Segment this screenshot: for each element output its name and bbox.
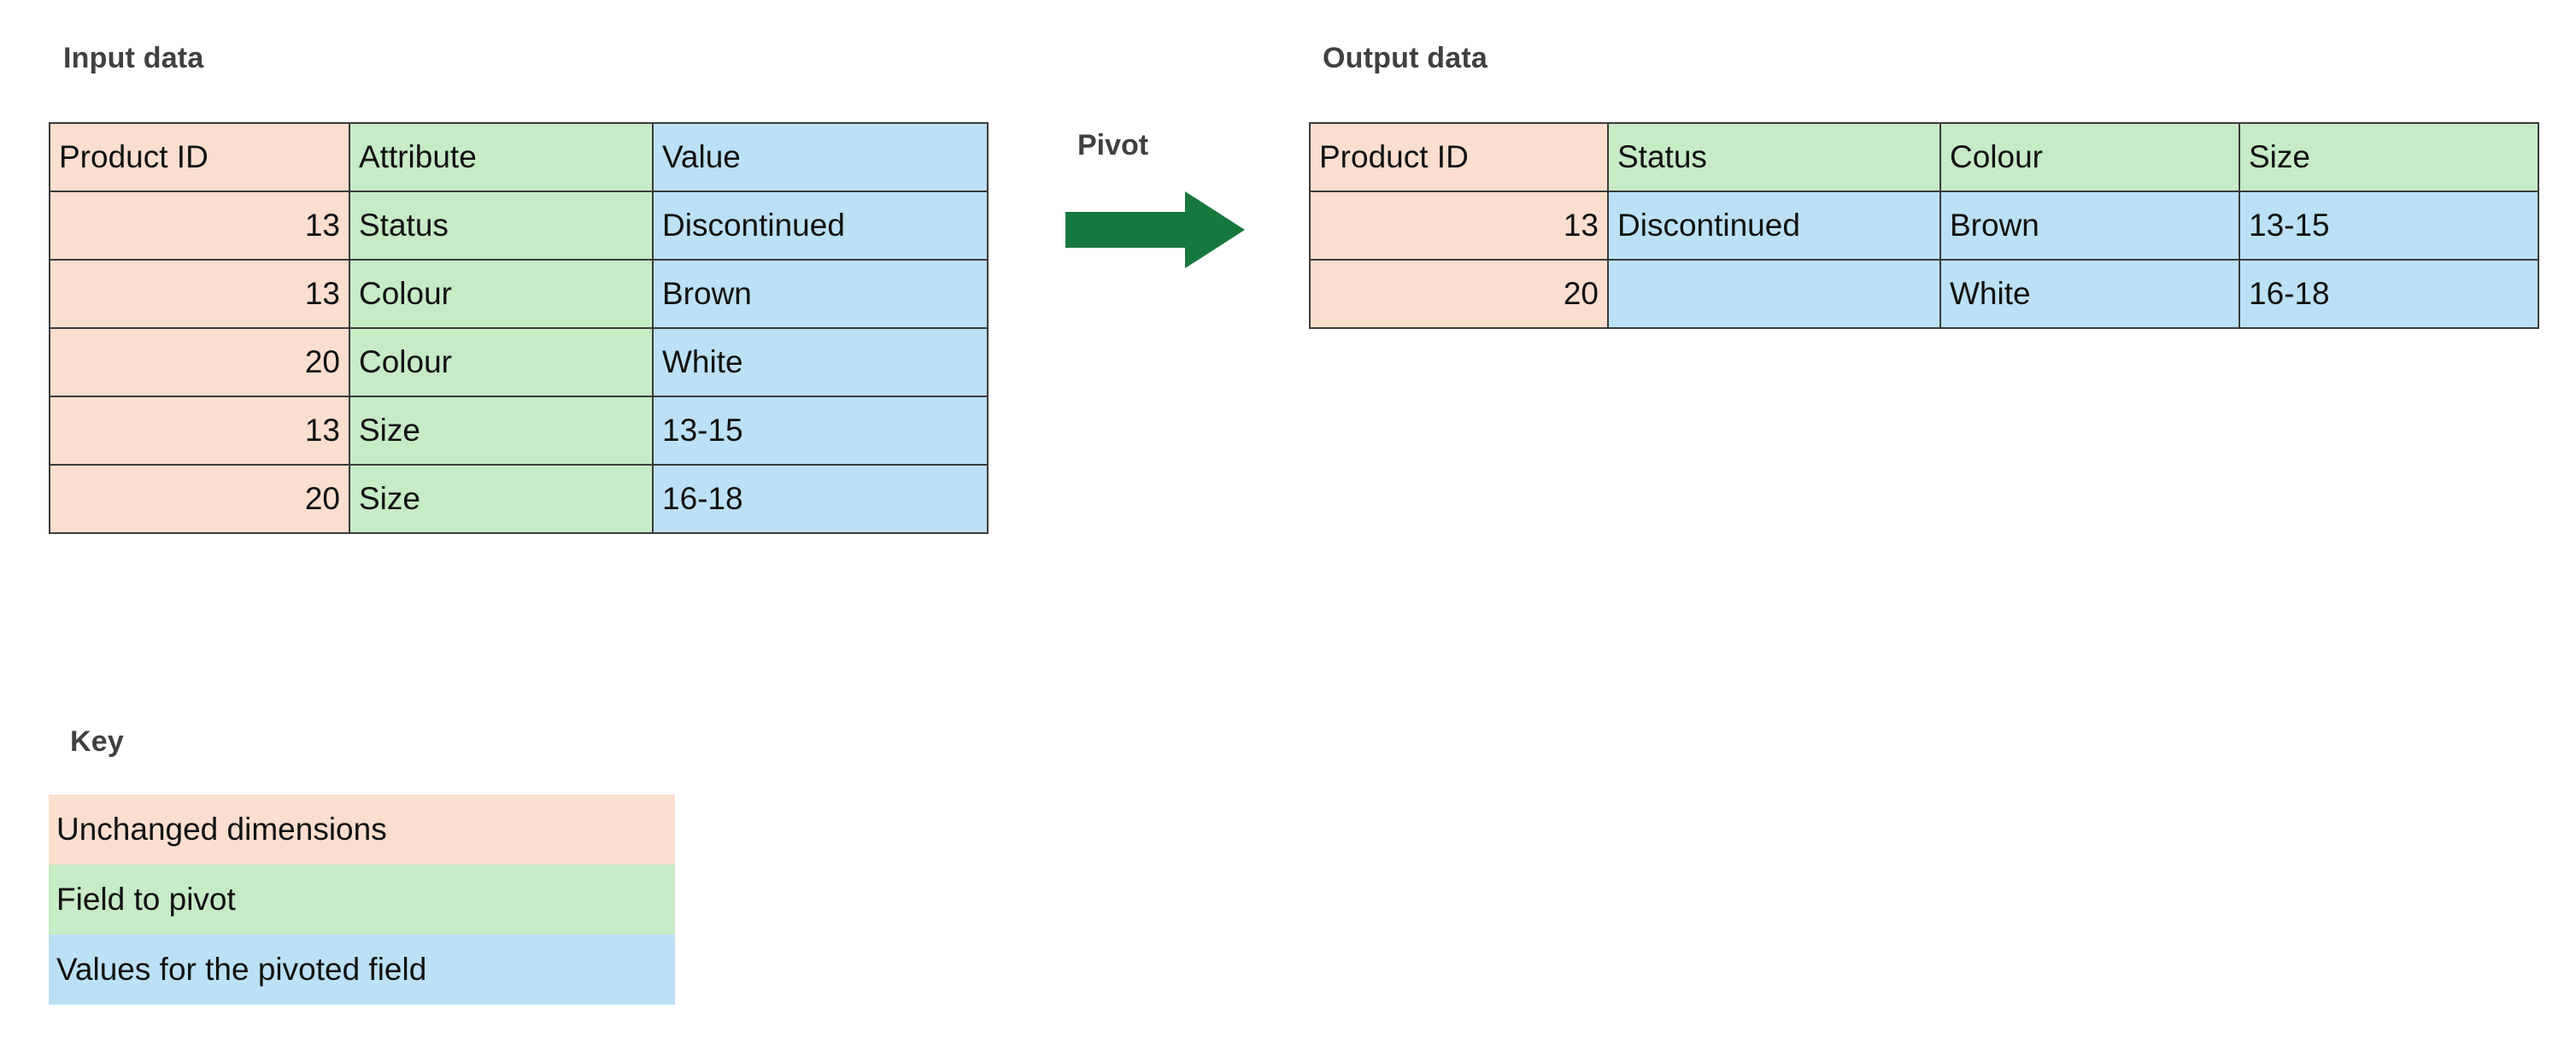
table-header-row: Product ID Status Colour Size: [1309, 122, 2539, 192]
output-header-size: Size: [2239, 122, 2539, 192]
output-data-title: Output data: [1323, 42, 1488, 74]
input-data-title: Input data: [63, 42, 204, 74]
pivot-transform-group: Pivot: [1059, 128, 1282, 268]
input-cell-product-id: 20: [49, 327, 350, 397]
key-item-unchanged-dimensions: Unchanged dimensions: [49, 795, 675, 865]
input-header-attribute: Attribute: [349, 122, 654, 192]
table-row: 13 Size 13-15: [49, 396, 989, 466]
table-row: 20 Colour White: [49, 327, 989, 397]
key-legend: Unchanged dimensions Field to pivot Valu…: [49, 795, 675, 1005]
input-cell-value: Brown: [652, 259, 989, 329]
input-data-table: Product ID Attribute Value 13 Status Dis…: [49, 122, 989, 534]
input-cell-attribute: Size: [349, 464, 654, 534]
pivot-label: Pivot: [1077, 129, 1149, 161]
key-title: Key: [70, 725, 124, 758]
input-cell-product-id: 13: [49, 191, 350, 261]
input-cell-attribute: Colour: [349, 327, 654, 397]
input-header-value: Value: [652, 122, 989, 192]
input-cell-product-id: 20: [49, 464, 350, 534]
key-item-pivoted-values: Values for the pivoted field: [49, 935, 675, 1005]
table-row: 13 Colour Brown: [49, 259, 989, 329]
input-cell-product-id: 13: [49, 396, 350, 466]
output-cell-product-id: 13: [1309, 191, 1609, 261]
output-header-colour: Colour: [1939, 122, 2240, 192]
input-cell-attribute: Size: [349, 396, 654, 466]
input-cell-value: White: [652, 327, 989, 397]
table-row: 13 Discontinued Brown 13-15: [1309, 191, 2539, 261]
table-row: 20 Size 16-18: [49, 464, 989, 534]
output-header-status: Status: [1607, 122, 1941, 192]
input-cell-product-id: 13: [49, 259, 350, 329]
table-row: 13 Status Discontinued: [49, 191, 989, 261]
input-cell-attribute: Colour: [349, 259, 654, 329]
output-cell-size: 16-18: [2239, 259, 2539, 329]
arrow-right-icon: [1065, 191, 1245, 268]
output-cell-size: 13-15: [2239, 191, 2539, 261]
output-cell-colour: White: [1939, 259, 2240, 329]
output-cell-colour: Brown: [1939, 191, 2240, 261]
input-cell-attribute: Status: [349, 191, 654, 261]
output-header-product-id: Product ID: [1309, 122, 1609, 192]
key-item-field-to-pivot: Field to pivot: [49, 865, 675, 935]
input-header-product-id: Product ID: [49, 122, 350, 192]
table-header-row: Product ID Attribute Value: [49, 122, 989, 192]
output-cell-status: Discontinued: [1607, 191, 1941, 261]
input-cell-value: 16-18: [652, 464, 989, 534]
input-cell-value: Discontinued: [652, 191, 989, 261]
output-cell-product-id: 20: [1309, 259, 1609, 329]
table-row: 20 White 16-18: [1309, 259, 2539, 329]
output-data-table: Product ID Status Colour Size 13 Discont…: [1309, 122, 2539, 329]
input-cell-value: 13-15: [652, 396, 989, 466]
output-cell-status: [1607, 259, 1941, 329]
